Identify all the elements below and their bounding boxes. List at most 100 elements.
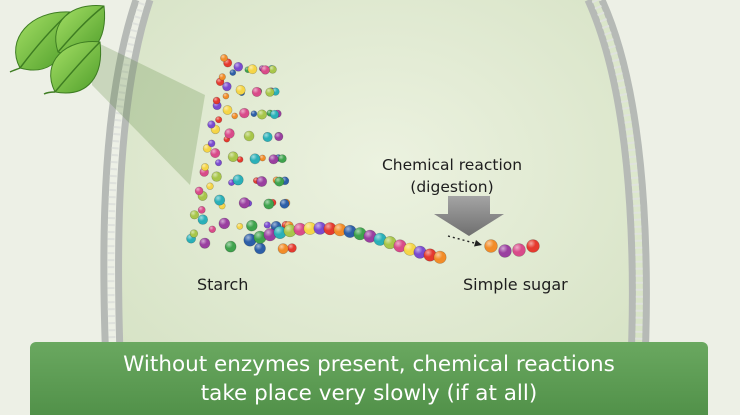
bead-highlight [208, 225, 216, 233]
bead-highlight [283, 224, 297, 237]
bead-highlight [239, 108, 250, 118]
bead-highlight [222, 82, 232, 91]
bead-highlight [254, 242, 266, 254]
bead-highlight [274, 132, 283, 141]
bead-highlight [210, 148, 220, 158]
bead-highlight [208, 139, 216, 147]
caption-line2: take place very slowly (if at all) [200, 381, 538, 406]
bead-highlight [279, 199, 290, 209]
bead-highlight [268, 65, 277, 74]
bead-highlight [218, 218, 230, 229]
bead-highlight [224, 128, 235, 139]
bead-highlight [244, 131, 255, 141]
bead-highlight [206, 182, 214, 190]
bead-highlight [213, 97, 221, 105]
reaction-label-line1: Chemical reaction [381, 156, 523, 174]
bead-highlight [243, 233, 257, 247]
bead-highlight [220, 54, 228, 62]
bead-highlight [222, 105, 233, 115]
reaction-label: Chemical reaction (digestion) [372, 154, 532, 198]
dotted-arrow-icon [447, 235, 482, 247]
bead-highlight [273, 226, 287, 239]
bead-highlight [190, 229, 198, 238]
caption-banner: Without enzymes present, chemical reacti… [30, 342, 708, 415]
bead-highlight [264, 221, 271, 229]
bead-highlight [249, 153, 261, 164]
bead-highlight [247, 64, 257, 74]
bead-highlight [526, 239, 540, 253]
bead-highlight [250, 110, 257, 117]
bead-highlight [303, 222, 317, 235]
cell-cytoplasm [118, 0, 645, 415]
bead-highlight [211, 171, 222, 182]
caption-text: Without enzymes present, chemical reacti… [30, 350, 708, 408]
bead-highlight [268, 154, 279, 164]
bead-highlight [263, 228, 277, 241]
bead-highlight [246, 220, 258, 232]
bead-highlight [278, 154, 287, 163]
simple-sugar-label: Simple sugar [463, 275, 568, 294]
bead-highlight [256, 176, 267, 187]
simple-sugar-molecule [484, 239, 540, 258]
bead-highlight [228, 151, 239, 162]
bead-highlight [231, 112, 238, 119]
bead-highlight [484, 239, 498, 253]
bead-highlight [199, 238, 210, 249]
bead-highlight [190, 210, 199, 220]
bead-highlight [262, 132, 273, 142]
bead-highlight [274, 176, 284, 187]
down-arrow-icon [434, 196, 504, 236]
bead-highlight [373, 233, 387, 246]
bead-highlight [203, 144, 212, 153]
bead-highlight [233, 62, 243, 72]
bead-highlight [498, 244, 512, 258]
starch-label: Starch [197, 275, 249, 294]
bead-highlight [253, 231, 267, 244]
zoom-beam [92, 40, 205, 185]
bead-highlight [265, 87, 275, 97]
bead-highlight [259, 154, 266, 162]
bead-highlight [433, 251, 447, 264]
bead-highlight [512, 243, 526, 257]
bead-highlight [225, 241, 237, 253]
leaf-icon [9, 5, 106, 95]
caption-line1: Without enzymes present, chemical reacti… [123, 352, 615, 377]
bead-highlight [333, 223, 347, 236]
bead-highlight [219, 73, 226, 81]
bead-highlight [237, 156, 244, 163]
bead-highlight [195, 186, 204, 195]
bead-highlight [263, 198, 274, 210]
bead-highlight [215, 116, 222, 123]
bead-highlight [214, 194, 225, 206]
bead-highlight [252, 87, 262, 97]
bead-highlight [423, 248, 437, 262]
bead-highlight [343, 225, 357, 238]
bead-highlight [215, 159, 222, 166]
bead-highlight [393, 239, 407, 253]
bead-highlight [313, 222, 327, 235]
bead-highlight [229, 69, 236, 76]
bead-highlight [198, 206, 206, 214]
bead-highlight [235, 85, 246, 95]
bead-highlight [236, 223, 243, 230]
bead-highlight [257, 109, 267, 120]
bead-highlight [201, 163, 209, 171]
bead-highlight [222, 93, 229, 100]
bead-highlight [403, 243, 417, 256]
bead-highlight [197, 214, 208, 225]
bead-highlight [270, 110, 279, 119]
reaction-label-line2: (digestion) [410, 178, 494, 196]
bead-highlight [293, 223, 307, 236]
bead-highlight [383, 236, 397, 249]
bead-highlight [278, 243, 289, 254]
bead-highlight [353, 227, 367, 240]
bead-highlight [363, 230, 377, 243]
bead-highlight [413, 246, 427, 259]
bead-highlight [260, 65, 270, 75]
bead-highlight [323, 222, 337, 235]
bead-highlight [287, 243, 297, 253]
bead-highlight [232, 174, 244, 186]
starch-molecule [186, 54, 447, 264]
